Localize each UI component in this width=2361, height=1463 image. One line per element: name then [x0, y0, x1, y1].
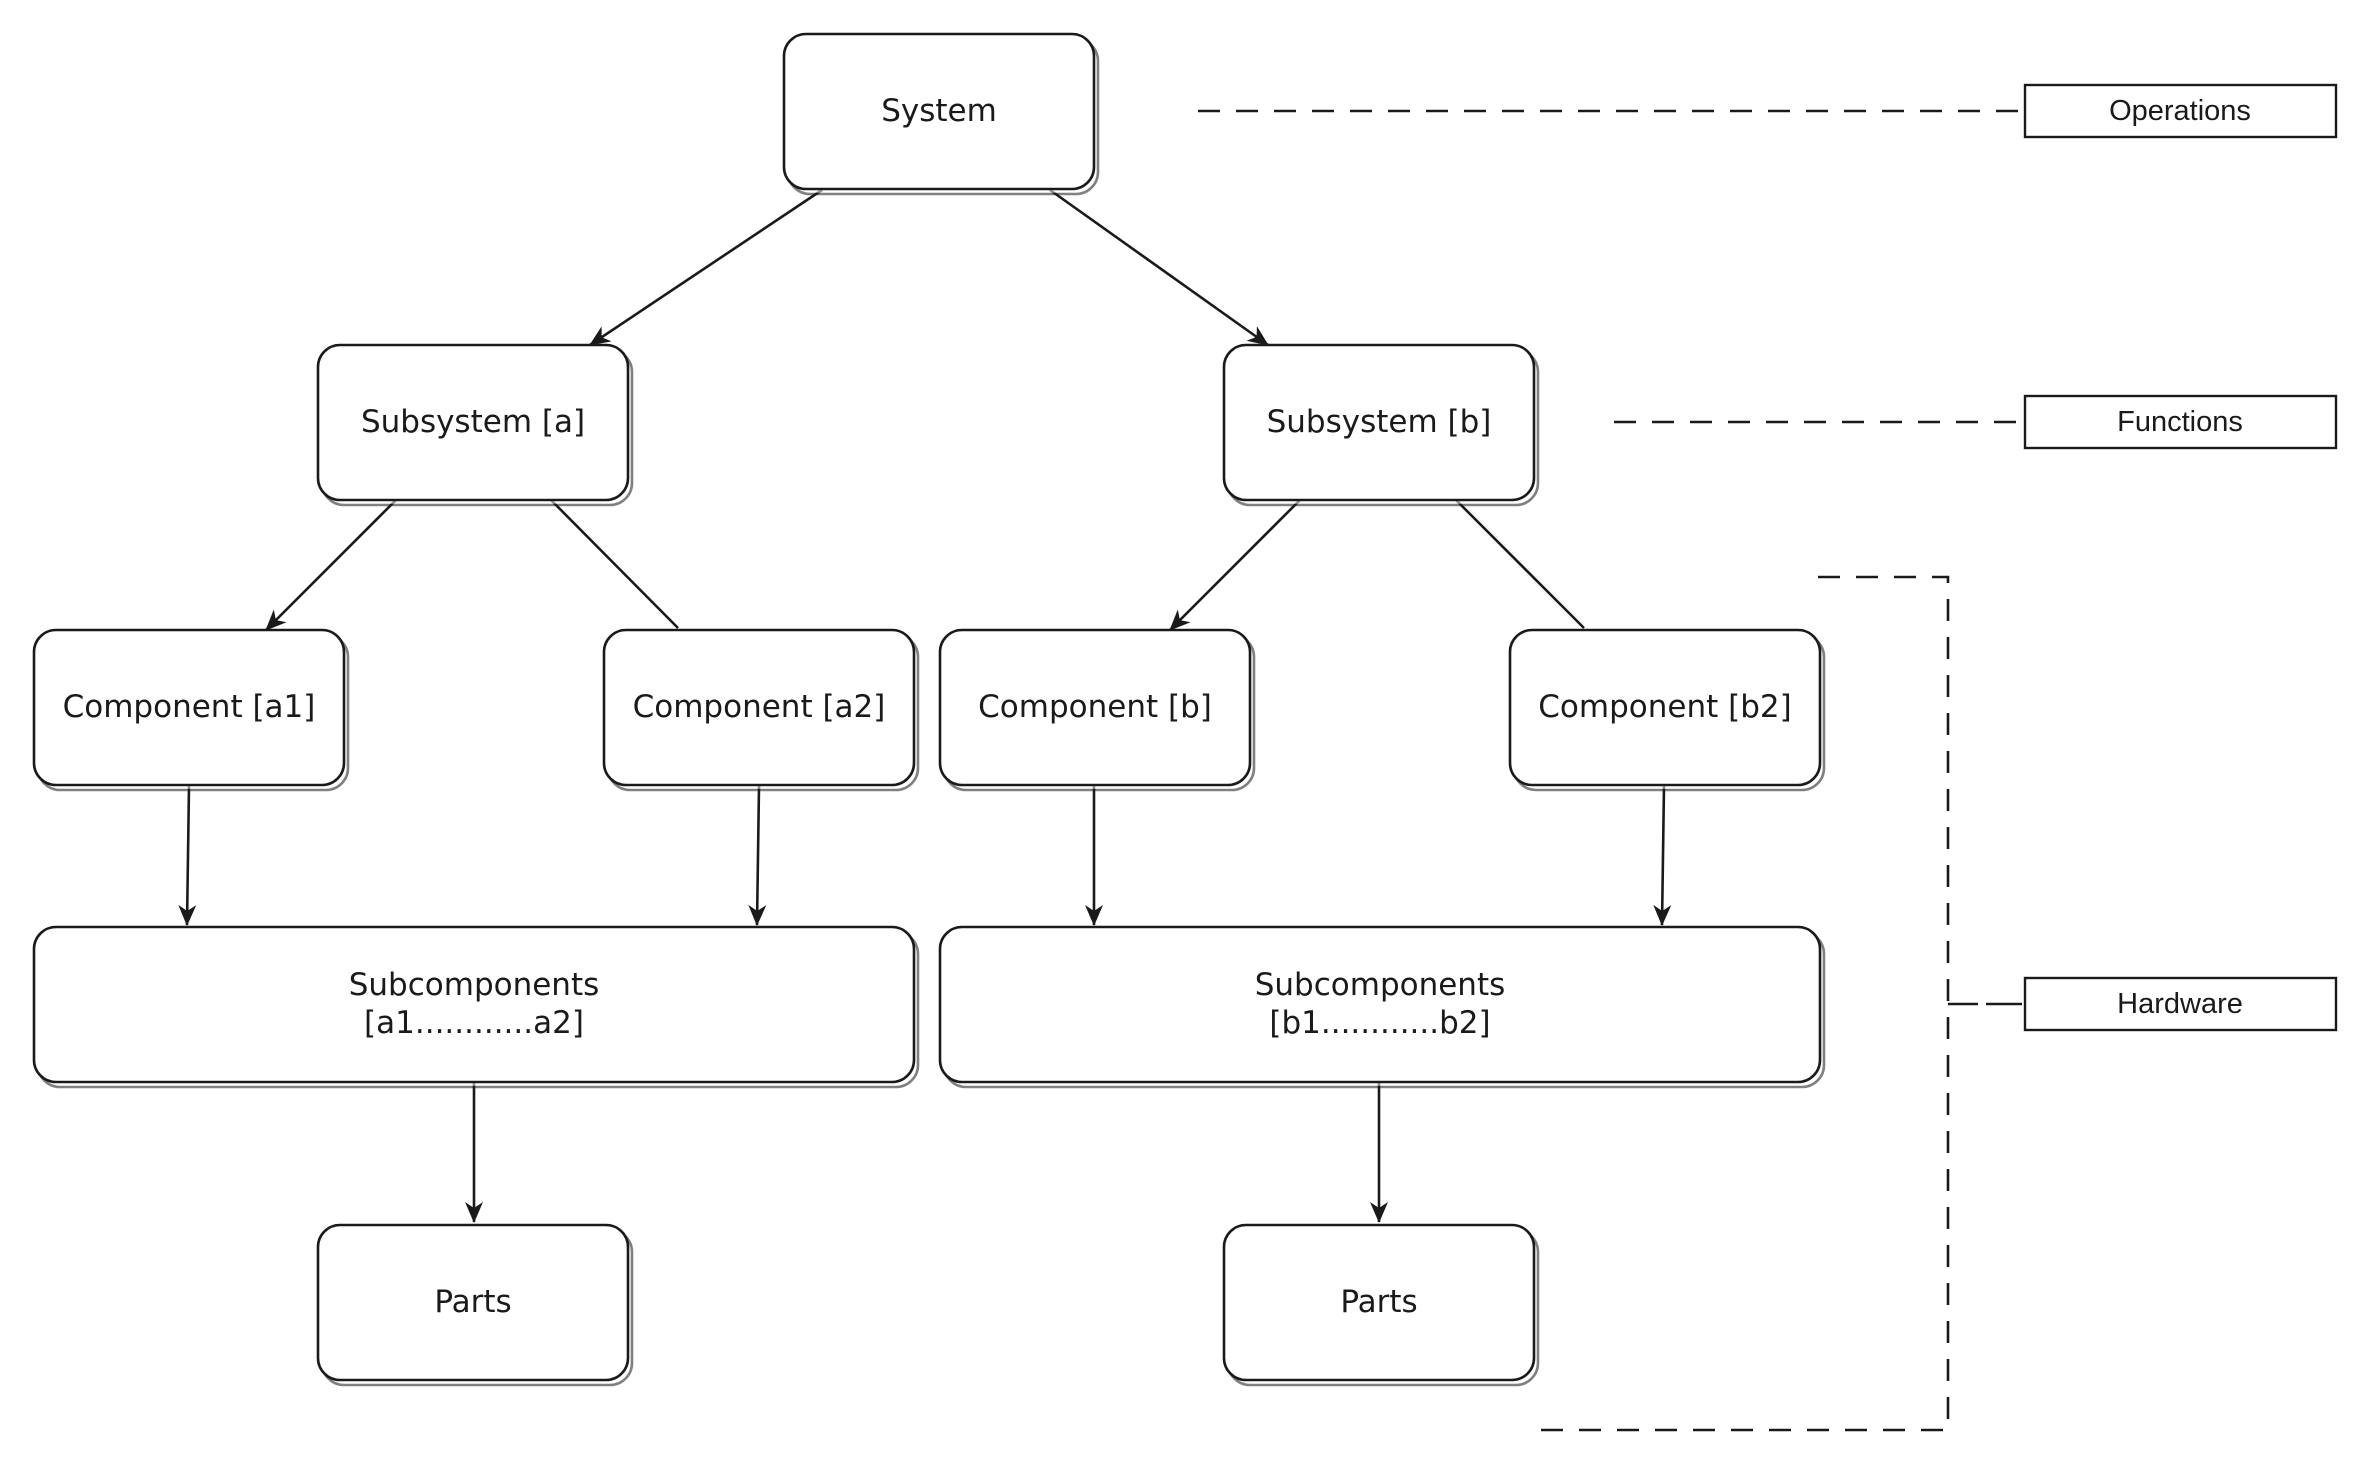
label-text: Operations [2109, 95, 2251, 127]
node-label-line-2: [a1............a2] [364, 1005, 584, 1041]
label-operations: Operations [2023, 83, 2338, 139]
node-label: Subsystem [a] [361, 404, 585, 440]
node-label: System [881, 93, 997, 129]
edges [178, 188, 1672, 1223]
node-subsystem-a: Subsystem [a] [316, 343, 634, 507]
edge-subsystem-b-component-b [1169, 499, 1301, 631]
label-hardware: Hardware [2023, 976, 2338, 1032]
node-subcomponents-a: Subcomponents [a1............a2] [32, 925, 920, 1089]
node-component-a2: Component [a2] [602, 628, 920, 792]
node-subsystem-b: Subsystem [b] [1222, 343, 1540, 507]
level-connectors [1198, 109, 2022, 1432]
node-parts-b: Parts [1222, 1223, 1540, 1387]
node-component-a1: Component [a1] [32, 628, 350, 792]
node-parts-a: Parts [316, 1223, 634, 1387]
node-label-line-1: Subcomponents [349, 967, 600, 1003]
edge-system-subsystem-b [1049, 188, 1269, 347]
label-text: Hardware [2117, 988, 2243, 1020]
node-label: Component [b2] [1538, 689, 1791, 725]
label-functions: Functions [2023, 394, 2338, 450]
node-label-line-2: [b1............b2] [1269, 1005, 1490, 1041]
label-text: Functions [2117, 406, 2243, 438]
node-label: Component [b] [978, 689, 1212, 725]
node-system: System [782, 32, 1100, 196]
node-label: Component [a1] [63, 689, 316, 725]
node-label-line-1: Subcomponents [1255, 967, 1506, 1003]
edge-subsystem-a-component-a1 [265, 499, 397, 631]
edge-subsystem-b-component-b2 [1455, 499, 1585, 629]
node-component-b2: Component [b2] [1508, 628, 1826, 792]
hardware-bracket [1533, 575, 1950, 1432]
node-subcomponents-b: Subcomponents [b1............b2] [938, 925, 1826, 1089]
edge-component-a1-subcomponents-a [178, 785, 197, 926]
node-label: Parts [1340, 1284, 1417, 1320]
node-label: Component [a2] [633, 689, 886, 725]
edge-subsystem-a-component-a2 [550, 499, 679, 629]
edge-component-a2-subcomponents-a [748, 785, 767, 926]
node-label: Parts [434, 1284, 511, 1320]
node-component-b: Component [b] [938, 628, 1256, 792]
node-label: Subsystem [b] [1267, 404, 1492, 440]
edge-system-subsystem-a [589, 188, 823, 347]
edge-component-b2-subcomponents-b [1653, 785, 1672, 926]
